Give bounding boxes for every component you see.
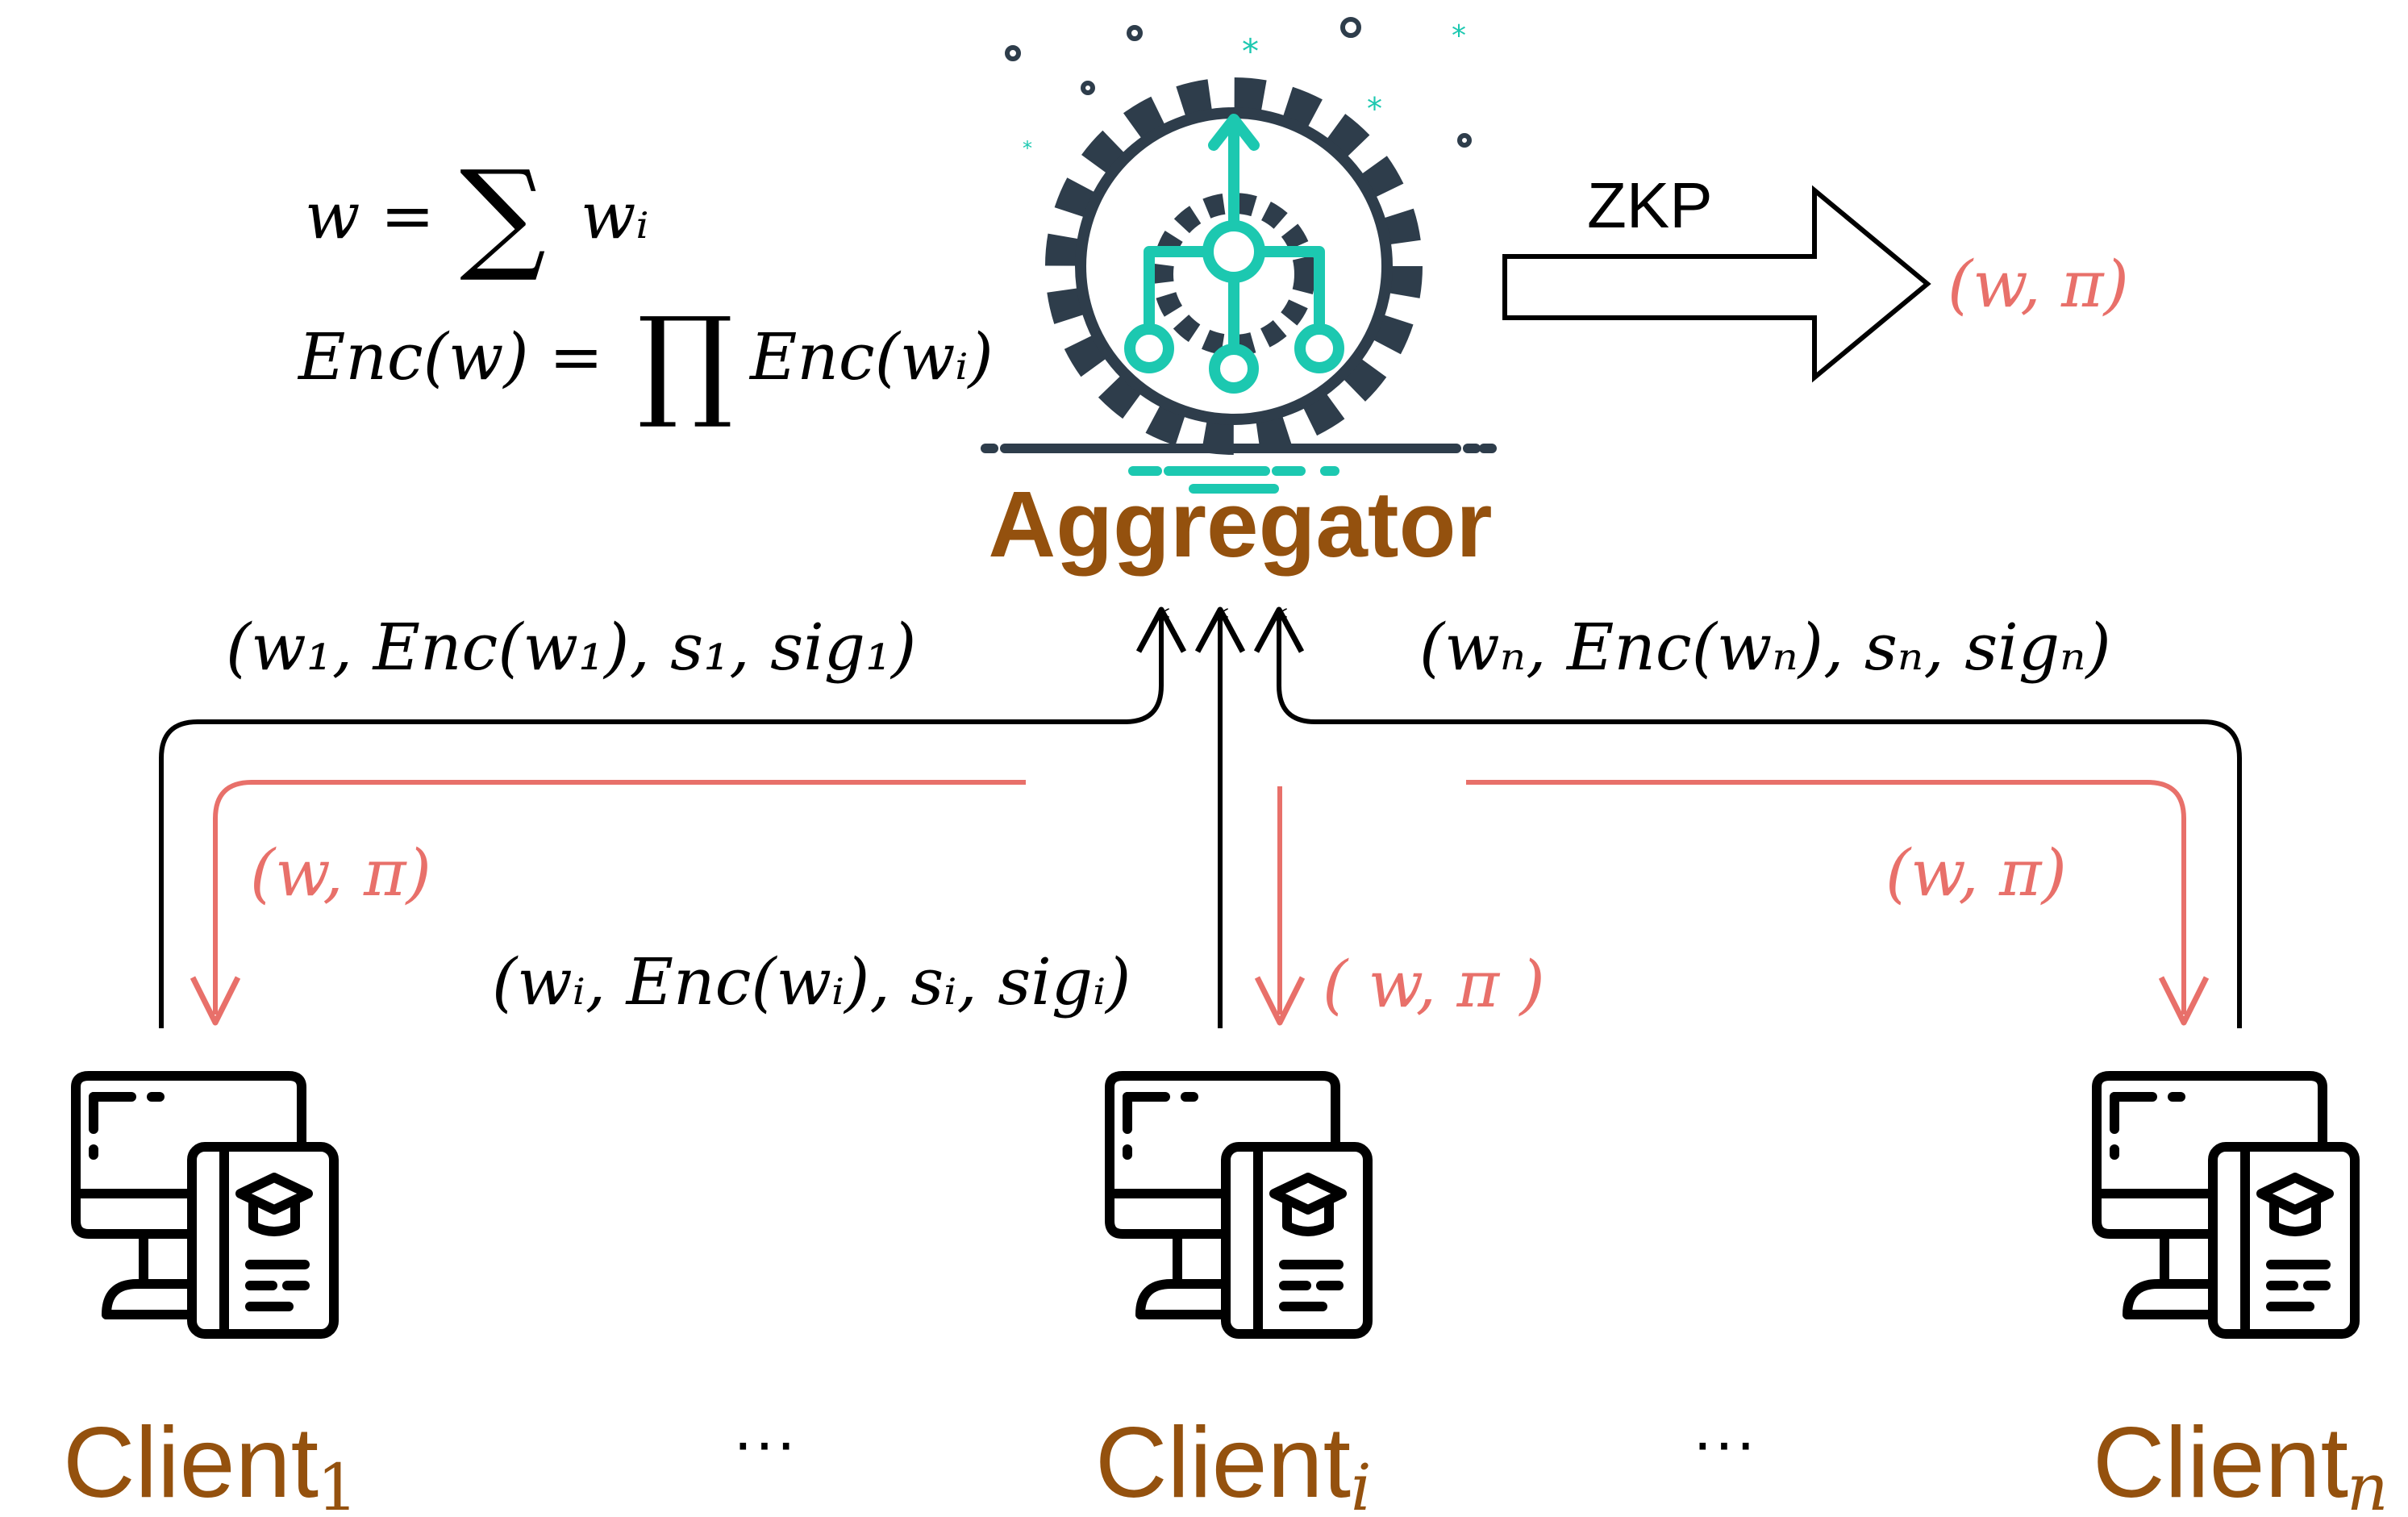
client-label-i: Client i <box>1095 1407 1372 1517</box>
download-arrowheads <box>190 976 2210 1026</box>
client-1-name: Client <box>63 1407 319 1517</box>
client-n-name: Client <box>2093 1407 2348 1517</box>
svg-text:*: * <box>1023 137 1032 160</box>
computer-certificate-icon <box>2092 1071 2360 1339</box>
download-label-client-n: (w, π) <box>1885 836 2067 911</box>
computer-certificate-icon <box>1105 1071 1373 1339</box>
ellipsis-left: ··· <box>732 1406 797 1477</box>
svg-text:*: * <box>1242 31 1259 71</box>
aggregation-equations: w = ∑ wᵢ Enc(w) = ∏ Enc(wᵢ) <box>297 145 994 432</box>
upload-label-client-1: (w₁, Enc(w₁), s₁, sig₁) <box>226 610 916 685</box>
client-i-name: Client <box>1095 1407 1351 1517</box>
zkp-arrow <box>1502 185 1931 383</box>
upload-arrow-client-1 <box>159 613 1161 1028</box>
upload-arrowheads <box>1135 606 1305 653</box>
product-equation-operator: ∏ <box>637 292 733 432</box>
inner-gear <box>1152 193 1315 356</box>
zkp-label: ZKP <box>1587 169 1713 241</box>
sum-equation-operator: ∑ <box>460 145 546 285</box>
download-arrows <box>213 780 2186 1015</box>
download-label-client-1: (w, π) <box>250 836 431 911</box>
client-icons <box>71 1071 2360 1339</box>
product-equation-rhs: Enc(wᵢ) <box>748 319 994 394</box>
download-arrow-client-1 <box>213 780 1026 1015</box>
ellipsis-right: ··· <box>1692 1406 1756 1477</box>
client-1-subscript: 1 <box>317 1450 358 1517</box>
sparkle-decoration-icon: * * * * <box>1005 17 1472 160</box>
sum-equation-lhs: w = <box>305 178 435 253</box>
client-n-subscript: n <box>2347 1450 2389 1517</box>
sum-equation-rhs: wᵢ <box>581 178 649 253</box>
gear-network-icon: * * * * <box>981 17 1497 494</box>
download-arrow-client-n <box>1466 780 2186 1015</box>
client-label-1: Client 1 <box>63 1407 358 1517</box>
upload-label-client-n: (wₙ, Enc(wₙ), sₙ, sigₙ) <box>1419 610 2111 685</box>
aggregator-label: Aggregator <box>988 472 1492 577</box>
client-i-subscript: i <box>1351 1450 1372 1517</box>
upload-arrow-client-n <box>1277 613 2242 1028</box>
svg-text:*: * <box>1367 91 1382 127</box>
svg-text:*: * <box>1452 19 1466 52</box>
computer-certificate-icon <box>71 1071 339 1339</box>
outer-gear <box>1045 77 1423 455</box>
upload-arrows <box>159 613 2242 1028</box>
download-label-client-i: ( w, π ) <box>1323 947 1545 1022</box>
zkp-output: (w, π) <box>1948 247 2129 322</box>
client-label-n: Client n <box>2093 1407 2389 1517</box>
product-equation-lhs: Enc(w) = <box>297 319 603 394</box>
upload-label-client-i: (wᵢ, Enc(wᵢ), sᵢ, sigᵢ) <box>492 944 1131 1019</box>
